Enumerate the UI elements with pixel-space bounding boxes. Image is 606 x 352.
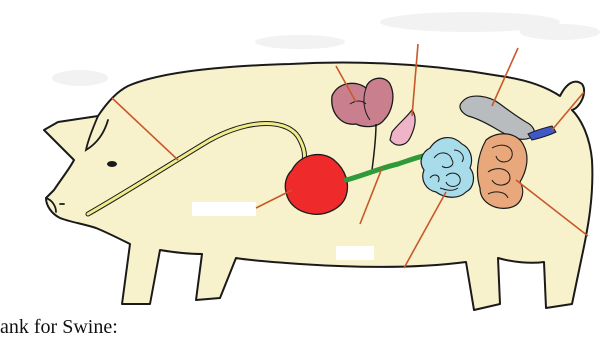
label-blank-2 [336, 246, 374, 260]
pig-eye-icon [107, 161, 117, 167]
label-blank-1 [192, 202, 256, 216]
label-blank-3 [332, 272, 380, 284]
liver [332, 78, 393, 126]
worksheet-caption: ank for Swine: [0, 316, 118, 339]
large-intestine [478, 134, 527, 209]
